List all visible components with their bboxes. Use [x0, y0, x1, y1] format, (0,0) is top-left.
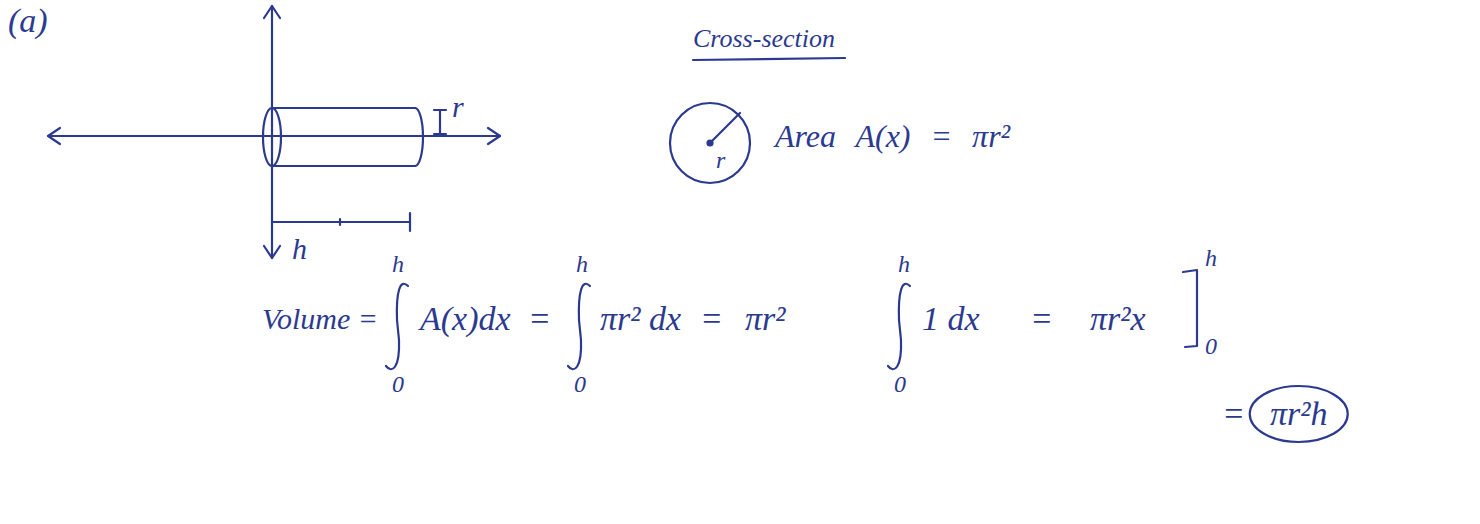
cross-section-circle: [670, 103, 750, 183]
lower-limit: 0: [392, 372, 404, 396]
arrow-head: [488, 128, 500, 144]
integral-sign: [888, 284, 910, 369]
math-text: 1 dx: [922, 302, 980, 336]
math-text: πr²x: [1090, 302, 1146, 336]
evaluation-bracket: [1183, 270, 1197, 347]
math-text: Volume =: [262, 304, 378, 334]
arrow-head: [48, 128, 60, 144]
upper-limit: h: [576, 252, 588, 276]
cylinder-end: [415, 108, 423, 166]
radius-mark: [439, 110, 441, 134]
math-text: =: [700, 302, 723, 336]
math-text: =: [1030, 302, 1053, 336]
area-formula: Area A(x) = πr²: [775, 120, 1010, 152]
upper-limit: h: [1205, 246, 1217, 270]
math-text: =: [1222, 397, 1245, 431]
arrow-head: [264, 246, 280, 258]
arrow-head: [264, 6, 280, 18]
radius-label: r: [452, 92, 464, 122]
dimension-tick: [409, 213, 411, 231]
x-axis: [48, 135, 500, 137]
math-text: πr²: [745, 302, 785, 336]
part-label: (a): [8, 4, 48, 38]
y-axis: [271, 6, 273, 258]
length-label: h: [292, 234, 307, 264]
lower-limit: 0: [1205, 334, 1217, 358]
cylinder-side: [272, 165, 415, 167]
radius-mark: [434, 109, 446, 111]
heading: Cross-section: [693, 26, 835, 52]
underline: [693, 58, 845, 60]
cylinder-side: [272, 107, 415, 109]
math-text: A(x)dx: [420, 302, 511, 336]
answer-circle: [1250, 386, 1348, 442]
upper-limit: h: [392, 252, 404, 276]
dimension-tick: [339, 219, 341, 225]
radius-line: [710, 113, 740, 143]
upper-limit: h: [898, 252, 910, 276]
integral-sign: [568, 284, 590, 369]
radius-mark: [434, 133, 446, 135]
integral-sign: [386, 284, 408, 369]
math-text: πr² dx: [600, 302, 681, 336]
lower-limit: 0: [894, 372, 906, 396]
lower-limit: 0: [574, 372, 586, 396]
radius-label: r: [716, 148, 725, 172]
math-text: =: [528, 302, 551, 336]
answer: πr²h: [1270, 397, 1327, 431]
cylinder-end: [263, 108, 281, 166]
